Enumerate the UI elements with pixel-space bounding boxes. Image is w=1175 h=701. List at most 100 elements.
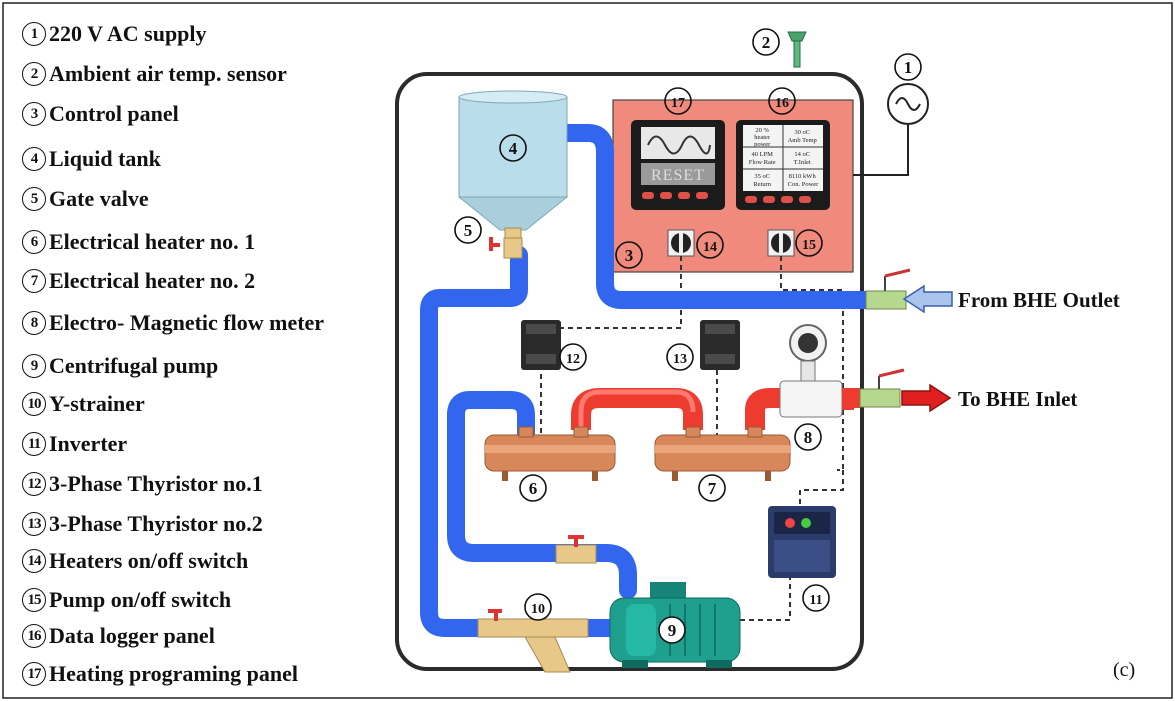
heater-1 [484,426,616,481]
red-crossover-highlight [578,389,696,430]
legend-number: 1 [22,22,46,46]
power-wire [853,125,909,176]
callout-11: 11 [802,584,830,612]
callouts: 1 2 3 4 5 6 7 8 9 10 11 12 13 14 15 16 1… [454,28,922,644]
legend-text: Control panel [49,101,179,126]
logger-cell-5a: 35 oC [754,173,770,180]
legend-number: 6 [22,230,46,254]
data-logger-panel: 20 % heater power 30 oC Amb Temp 40 LPM … [736,120,830,210]
callout-16: 16 [768,87,796,115]
svg-text:9: 9 [668,621,677,640]
legend-number: 10 [22,392,46,416]
callout-10: 10 [524,593,552,621]
ambient-sensor-icon [787,31,807,68]
logger-cell-2a: 30 oC [794,129,810,136]
legend-number: 17 [22,662,46,686]
legend-text: Electro- Magnetic flow meter [49,310,325,335]
legend-number: 16 [22,624,46,648]
callout-15: 15 [795,229,823,257]
svg-text:12: 12 [566,352,580,367]
from-outlet-arrow [902,284,953,314]
callout-2: 2 [752,28,780,56]
legend-text: Inverter [49,431,128,456]
callout-12: 12 [559,343,587,371]
svg-text:10: 10 [531,602,545,617]
legend-text: 220 V AC supply [49,21,207,46]
legend-text: Pump on/off switch [49,587,232,612]
callout-17: 17 [664,87,692,115]
legend-text: Data logger panel [49,623,215,648]
legend-number: 13 [22,512,46,536]
svg-text:14: 14 [703,240,717,255]
callout-6: 6 [519,474,547,502]
svg-text:6: 6 [529,479,538,498]
inverter [768,506,836,578]
flow-meter [779,324,854,418]
svg-text:17: 17 [671,96,685,111]
svg-text:20 % heater power: 20 % heater power 30 oC Amb Temp 40 LPM … [749,127,819,188]
pump-line-valve [555,535,597,564]
svg-text:16: 16 [775,96,789,111]
to-inlet-label: To BHE Inlet [958,387,1077,411]
callout-3: 3 [615,241,643,269]
legend-number: 7 [22,269,46,293]
legend-text: 3-Phase Thyristor no.2 [49,511,263,536]
svg-text:4: 4 [509,139,518,158]
svg-text:1: 1 [904,58,913,77]
to-inlet-arrow [901,383,952,413]
svg-text:13: 13 [673,352,687,367]
outlet-pipe-highlight [622,293,866,307]
legend-number: 15 [22,588,46,612]
legend-text: Ambient air temp. sensor [49,61,287,86]
svg-text:2: 2 [762,33,771,52]
logger-cell-6a: 8110 kWh [789,173,817,180]
legend-number: 8 [22,311,46,335]
legend-text: 3-Phase Thyristor no.1 [49,471,263,496]
legend-text: Y-strainer [49,391,145,416]
legend-text: Heaters on/off switch [49,548,249,573]
legend-text: Electrical heater no. 1 [49,229,256,254]
heaters-switch [667,229,695,257]
logger-cell-5b: Return [753,181,771,188]
thyristor-2 [700,320,740,370]
svg-text:8: 8 [804,428,813,447]
legend-number: 2 [22,62,46,86]
svg-text:15: 15 [802,238,816,253]
callout-4: 4 [499,134,527,162]
legend-number: 5 [22,187,46,211]
logger-cell-3a: 40 LPM [751,151,773,158]
callout-5: 5 [454,216,482,244]
legend-number: 12 [22,472,46,496]
logger-cell-6b: Con. Power [788,181,820,188]
logger-cell-1b: heater [754,134,771,141]
from-outlet-label: From BHE Outlet [958,288,1120,312]
logger-cell-3b: Flow Rate [749,159,776,166]
logger-cell-4a: 14 oC [794,151,810,158]
thyristor-1 [521,320,561,370]
legend-number: 4 [22,147,46,171]
callout-7: 7 [698,474,726,502]
callout-8: 8 [794,423,822,451]
logger-cell-2b: Amb Temp [788,137,817,144]
figure-tag: (c) [1113,659,1135,681]
reset-display: RESET [651,167,705,184]
y-strainer [477,609,589,673]
callout-9: 9 [658,616,686,644]
legend-number: 11 [22,432,46,456]
pump-switch [767,229,795,257]
